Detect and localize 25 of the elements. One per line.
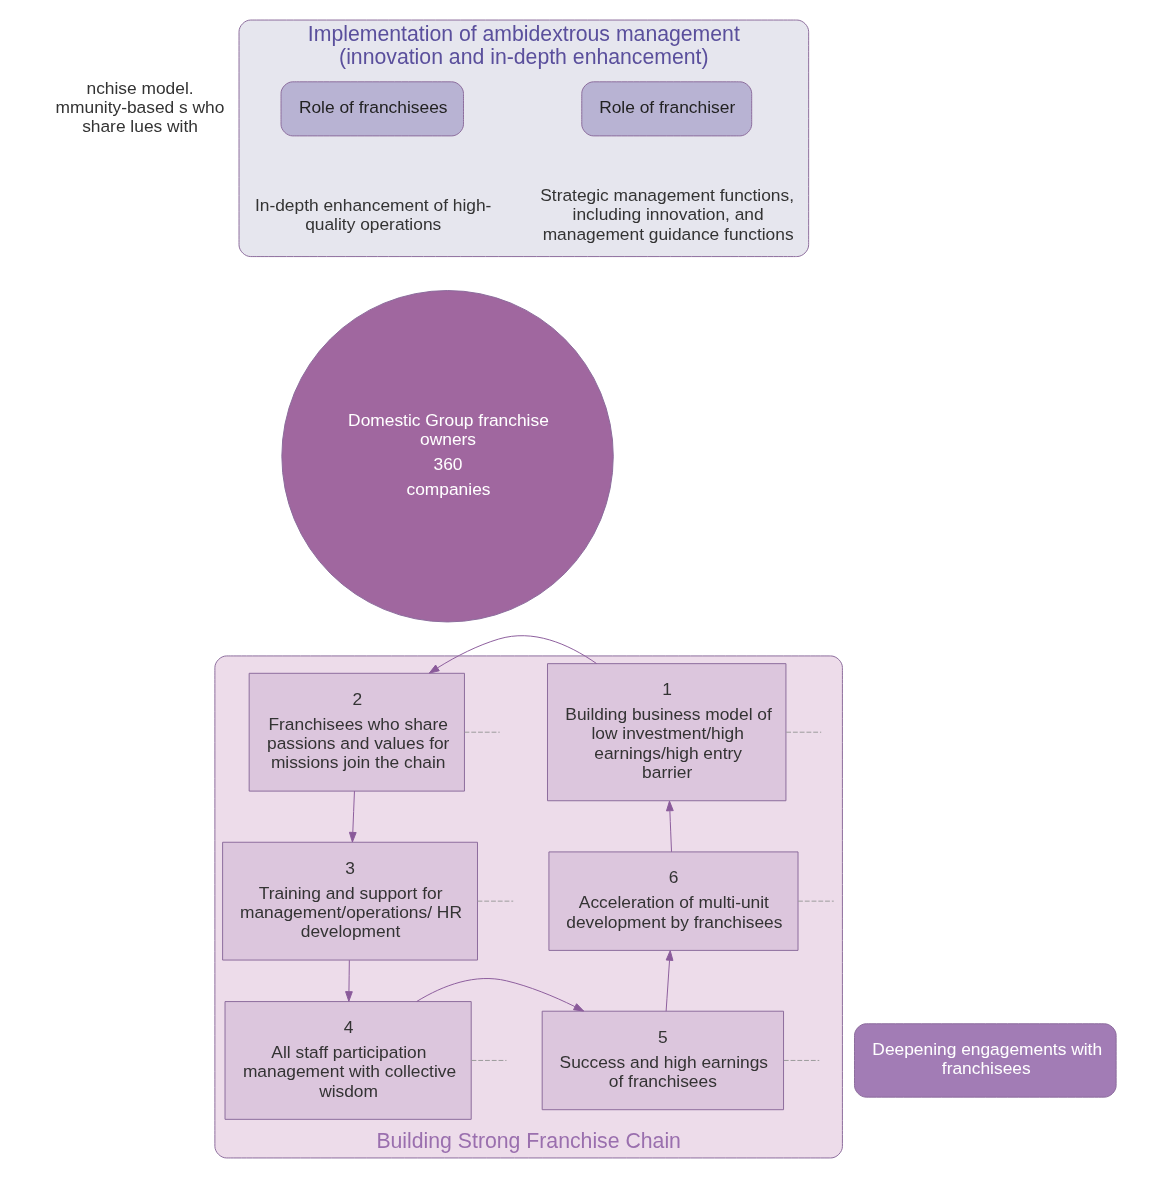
node-box: Deepening engagements with franchisees xyxy=(853,1023,1117,1098)
connector xyxy=(470,1059,507,1061)
connector xyxy=(476,900,514,902)
node-box: 3 Training and support for management/operations/ HR development xyxy=(221,841,478,961)
arrow xyxy=(665,950,673,1012)
node-box: 2 Franchisees who share passions and values for missions join the chain xyxy=(248,672,465,792)
node-box: 5 Success and high earnings of franchisees xyxy=(541,1010,784,1111)
arrow xyxy=(348,790,357,843)
arrow xyxy=(415,978,584,1012)
node-box: 6 Acceleration of multi-unit development by franchisees xyxy=(547,851,798,951)
label: nchise model. mmunity-based s who share lues with xyxy=(55,77,224,137)
connector xyxy=(782,1059,820,1061)
node-label: Strategic management functions, including innovation, and management guidance functions xyxy=(539,184,794,244)
node-box: Role of franchiser xyxy=(580,81,752,137)
connector xyxy=(463,731,500,733)
node-box: 1 Building business model of low investment/high earnings/high entry barrier xyxy=(546,663,786,802)
arrow xyxy=(665,800,674,853)
node-circle: Domestic Group franchise owners 360 companies xyxy=(280,290,614,623)
arrow xyxy=(428,635,597,674)
connector xyxy=(785,731,822,733)
node-label: In-depth enhancement of high-quality operations xyxy=(254,194,491,234)
node-box: Role of franchisees xyxy=(280,81,464,137)
connector xyxy=(797,900,834,902)
arrow xyxy=(344,959,353,1002)
node-box: 4 All staff participation management with collective wisdom xyxy=(224,1001,472,1120)
